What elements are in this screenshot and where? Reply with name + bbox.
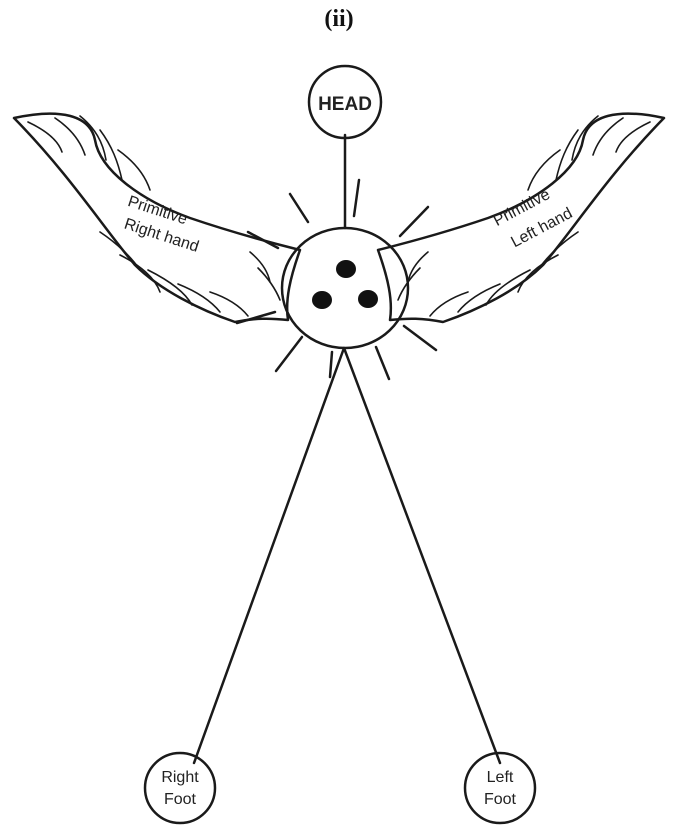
- primitive-right-hand-wing: Primitive Right hand: [14, 114, 300, 322]
- radiating-rays: [237, 180, 436, 379]
- centre-dot-right: [358, 290, 378, 308]
- right-foot-label-line2: Foot: [164, 791, 197, 808]
- head-label: HEAD: [318, 94, 372, 115]
- right-leg-line: [194, 348, 344, 763]
- left-leg-line: [344, 348, 500, 763]
- right-hand-label-line2: Right hand: [122, 216, 201, 256]
- right-foot-circle: [145, 753, 215, 823]
- primitive-left-hand-wing: Primitive Left hand: [378, 114, 664, 322]
- right-foot-label-line1: Right: [161, 769, 199, 786]
- centre-dot-left: [312, 291, 332, 309]
- left-foot-label-line2: Foot: [484, 791, 517, 808]
- left-foot-label-line1: Left: [487, 769, 514, 786]
- panel-label: (ii): [0, 6, 678, 33]
- legs: [194, 348, 500, 763]
- centre-dot-top: [336, 260, 356, 278]
- head-node: HEAD: [309, 66, 381, 228]
- right-foot-node: Right Foot: [145, 753, 215, 823]
